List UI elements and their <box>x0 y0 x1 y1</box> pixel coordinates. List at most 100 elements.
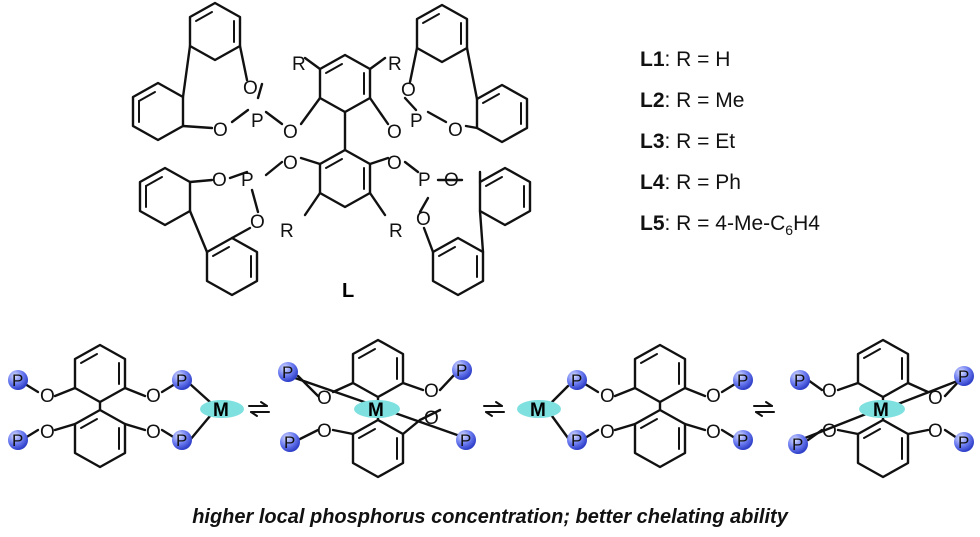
phosphorus-ball-icon: P <box>278 362 298 382</box>
phosphorus-ball-icon: P <box>733 370 753 390</box>
phosphorus-ball-icon: P <box>733 430 753 450</box>
ligand-list: L1: R = H L2: R = Me L3: R = Et L4: R = … <box>640 48 820 238</box>
ligand-entry-L1: L1: R = H <box>640 48 730 71</box>
equilibrium-arrow <box>248 401 270 417</box>
phosphorus-ball-icon: P <box>567 370 587 390</box>
metal-disc <box>517 400 561 418</box>
phosphorus-ball-icon: P <box>954 366 974 386</box>
svg-text:P: P <box>958 433 969 452</box>
phosphorus-ball-icon: P <box>567 430 587 450</box>
scheme-complex-2: O O O O M P P P P <box>278 338 476 479</box>
svg-text:P: P <box>176 431 187 450</box>
atom-O: O <box>706 386 721 407</box>
atom-O: O <box>822 421 837 442</box>
atom-O: O <box>283 153 298 174</box>
atom-R: R <box>389 221 403 242</box>
phosphorus-ball-icon: P <box>8 370 28 390</box>
svg-text:P: P <box>284 433 295 452</box>
atom-R: R <box>280 221 294 242</box>
atom-O: O <box>600 386 615 407</box>
caption: higher local phosphorus concentration; b… <box>192 506 788 528</box>
phosphorus-ball-icon: P <box>954 432 974 452</box>
atom-O: O <box>212 170 227 191</box>
metal-disc <box>859 400 905 418</box>
atom-O: O <box>243 78 258 99</box>
ring-central-upper <box>318 53 372 114</box>
atom-O: O <box>448 120 463 141</box>
aromatic-double-bonds <box>138 11 525 278</box>
atom-O: O <box>706 422 721 443</box>
svg-text:P: P <box>571 371 582 390</box>
ring-central-lower <box>318 148 372 209</box>
atom-O: O <box>250 212 265 233</box>
atom-O: O <box>424 408 439 429</box>
svg-text:P: P <box>737 371 748 390</box>
svg-text:P: P <box>792 435 803 454</box>
ring-bottom-right-upper <box>478 166 532 227</box>
ring-top-right-upper <box>415 3 469 64</box>
atom-O: O <box>283 122 298 143</box>
phosphorus-ball-icon: P <box>172 430 192 450</box>
phosphorus-ball-icon: P <box>172 370 192 390</box>
atom-R: R <box>292 54 306 75</box>
scheme-complex-1: O O O O M P P P P <box>8 343 244 469</box>
svg-text:P: P <box>12 431 23 450</box>
atom-M: M <box>368 400 384 421</box>
svg-text:P: P <box>12 371 23 390</box>
atom-O: O <box>317 388 332 409</box>
svg-text:P: P <box>282 363 293 382</box>
equilibrium-arrow <box>753 401 775 417</box>
svg-text:P: P <box>737 431 748 450</box>
phosphorus-ball-icon: P <box>456 430 476 450</box>
atom-O: O <box>928 421 943 442</box>
atom-O: O <box>146 386 161 407</box>
ligand-entry-L2: L2: R = Me <box>640 89 744 112</box>
scheme-complex-3: O O O O M P P P P <box>517 343 753 469</box>
atom-O: O <box>444 170 459 191</box>
ligand-structure-L: O P O O R R O P O O O P O O O P O O R R … <box>131 1 532 302</box>
atom-P: P <box>241 170 254 191</box>
atom-P: P <box>251 111 264 132</box>
atom-O: O <box>40 422 55 443</box>
atom-O: O <box>387 122 402 143</box>
atom-M: M <box>213 400 229 421</box>
atom-R: R <box>388 54 402 75</box>
atom-P: P <box>418 170 431 191</box>
equilibrium-arrow <box>483 401 505 417</box>
ring-bottom-right-lower <box>431 236 485 297</box>
metal-disc <box>354 400 400 418</box>
connecting-bonds <box>181 44 485 254</box>
svg-text:P: P <box>571 431 582 450</box>
svg-text:P: P <box>794 371 805 390</box>
ring-bottom-left-upper <box>138 166 192 227</box>
svg-text:P: P <box>460 431 471 450</box>
phosphorus-ball-icon: P <box>8 430 28 450</box>
atom-O: O <box>387 153 402 174</box>
ligand-entry-L4: L4: R = Ph <box>640 171 741 194</box>
atom-M: M <box>873 400 889 421</box>
atom-O: O <box>317 421 332 442</box>
atom-O: O <box>401 80 416 101</box>
phosphorus-ball-icon: P <box>280 432 300 452</box>
atom-O: O <box>146 422 161 443</box>
ring-top-left-lower <box>131 81 185 142</box>
ring-top-left-upper <box>188 1 242 62</box>
scheme-complex-4: O O O O M P P P P <box>788 338 974 479</box>
atom-O: O <box>600 422 615 443</box>
ligand-entry-L5: L5: R = 4-Me-C6H4 <box>640 212 820 238</box>
compound-label: L <box>342 280 354 302</box>
atom-O: O <box>416 209 431 230</box>
atom-O: O <box>213 120 228 141</box>
atom-O: O <box>928 388 943 409</box>
ring-top-right-lower <box>475 83 529 144</box>
atom-P: P <box>410 111 423 132</box>
atom-O: O <box>40 386 55 407</box>
svg-text:P: P <box>958 367 969 386</box>
ligand-entry-L3: L3: R = Et <box>640 130 735 153</box>
metal-disc <box>200 400 244 418</box>
atom-O: O <box>424 381 439 402</box>
atom-O: O <box>822 381 837 402</box>
svg-text:P: P <box>456 361 467 380</box>
phosphorus-ball-icon: P <box>788 434 808 454</box>
